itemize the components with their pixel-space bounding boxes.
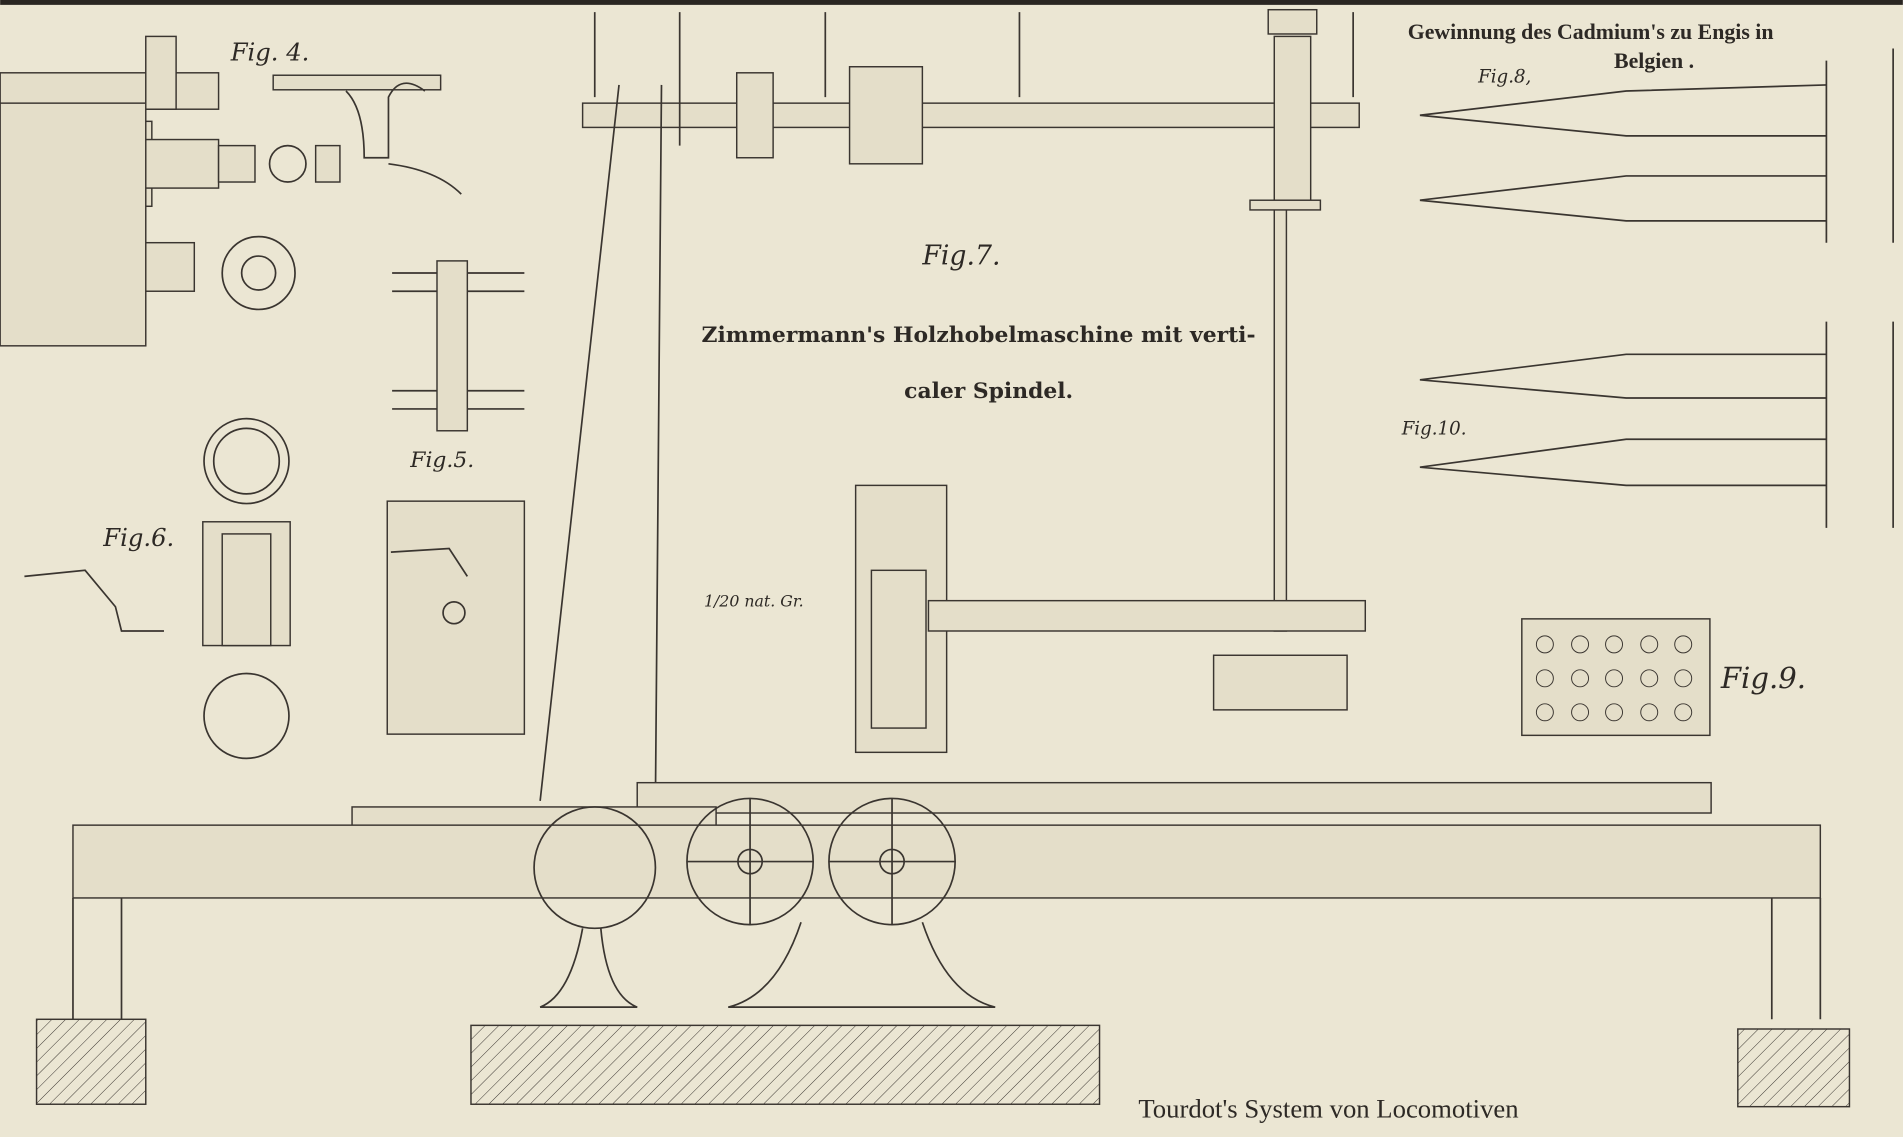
hobel-title-line1: Zimmermann's Holzhobelmaschine mit verti… <box>702 322 1256 348</box>
scale-note: 1/20 nat. Gr. <box>704 592 804 611</box>
fig6-label: Fig.6. <box>102 523 174 552</box>
hobel-title-line2: caler Spindel. <box>904 378 1073 404</box>
fig10-drawing <box>1419 321 1894 528</box>
fig10-label: Fig.10. <box>1401 418 1467 439</box>
fig8-label: Fig.8, <box>1477 67 1531 88</box>
fig6-drawing <box>24 417 291 760</box>
fig4-label: Fig. 4. <box>230 38 310 67</box>
fig5-drawing <box>386 260 526 735</box>
tourdot-title: Tourdot's System von Locomotiven <box>1138 1094 1518 1124</box>
fig9-drawing <box>1521 618 1711 737</box>
cadmium-title-line2: Belgien . <box>1614 49 1694 73</box>
fig9-label: Fig.9. <box>1720 661 1806 695</box>
fig5-label: Fig.5. <box>409 448 474 473</box>
fig4-drawing <box>0 35 462 347</box>
cadmium-title-line1: Gewinnung des Cadmium's zu Engis in <box>1408 20 1774 44</box>
fig7-label: Fig.7. <box>921 241 1000 272</box>
fig7-drawing <box>35 8 1851 1108</box>
fig8-drawing <box>1419 48 1894 243</box>
